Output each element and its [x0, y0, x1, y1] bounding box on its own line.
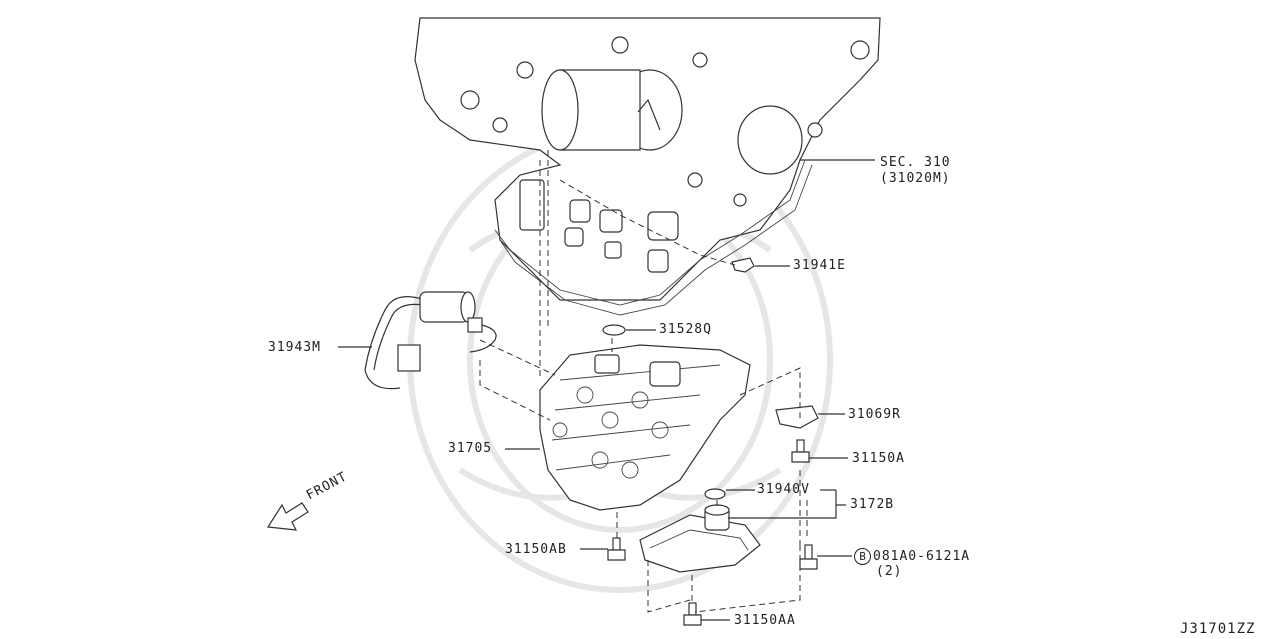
bolt-081A0-6121A [799, 544, 818, 570]
label-31150AB: 31150AB [505, 542, 567, 557]
bolt-31150AB [607, 537, 626, 561]
bolt-31150AA [683, 602, 702, 626]
label-31020M: (31020M) [880, 171, 951, 186]
assembly-guide-lines [479, 150, 808, 613]
label-31943M: 31943M [268, 340, 321, 355]
arrow-left-down-icon [266, 502, 309, 531]
label-sec-310: SEC. 310 [880, 155, 951, 170]
leader-lines [338, 159, 875, 621]
diagram-id: J31701ZZ [1180, 621, 1256, 637]
circled-b-icon: B [854, 548, 871, 565]
label-31705: 31705 [448, 441, 493, 456]
label-bolt-quantity: (2) [876, 564, 903, 579]
o-ring-31940V [704, 488, 726, 500]
label-3172B: 3172B [850, 497, 895, 512]
clip-31941E [731, 257, 755, 273]
label-31528Q: 31528Q [659, 322, 712, 337]
label-31150AA: 31150AA [734, 613, 796, 628]
oil-strainer-3172B [639, 504, 761, 573]
label-31069R: 31069R [848, 407, 901, 422]
solenoid-harness-31943M [364, 291, 497, 390]
bracket-31069R [775, 405, 819, 429]
valve-body-31705 [539, 344, 751, 511]
bolt-31150A [791, 439, 810, 463]
label-31941E: 31941E [793, 258, 846, 273]
bolt-part-number: 081A0-6121A [873, 549, 971, 564]
label-31940V: 31940V [757, 482, 810, 497]
label-31150A: 31150A [852, 451, 905, 466]
transmission-case [414, 17, 881, 316]
o-ring-31528Q [602, 324, 626, 336]
